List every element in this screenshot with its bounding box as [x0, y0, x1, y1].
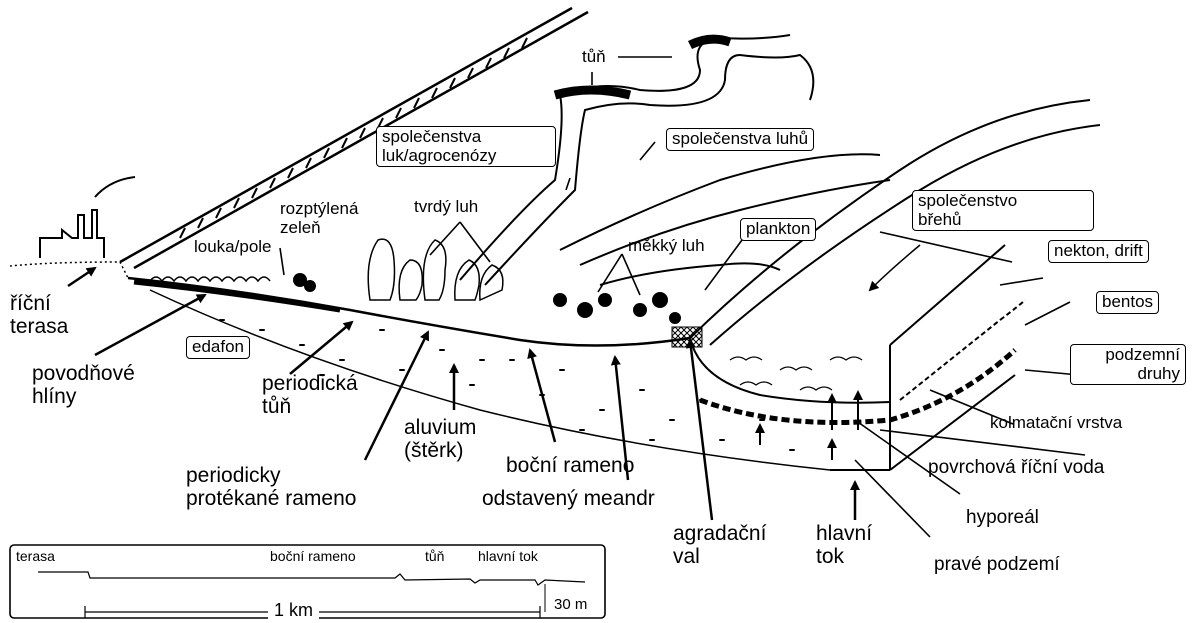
terrace-ground	[10, 262, 128, 278]
label-povrchova-ricni-voda: povrchová říční voda	[928, 458, 1104, 479]
label-podzemni-druhy: podzemní druhy	[1070, 344, 1186, 385]
label-podzemni-line2: druhy	[1076, 365, 1180, 384]
label-agradacni-line2: val	[673, 545, 773, 568]
label-aluvium: aluvium (štěrk)	[404, 416, 504, 462]
label-aluvium-line2: (štěrk)	[404, 439, 504, 462]
label-ricni-line2: terasa	[10, 315, 100, 338]
label-bocni-rameno: boční rameno	[506, 454, 634, 477]
label-ricni-terasa: říční terasa	[10, 292, 100, 338]
label-spolecenstvo-brehu-line1: společenstvo	[918, 192, 1088, 211]
label-tvrdy-luh: tvrdý luh	[414, 198, 478, 217]
pool-dark-segment	[555, 90, 630, 95]
label-spolecenstva-luk-line2: luk/agrocenózy	[382, 147, 550, 166]
label-rozptylena-line1: rozptýlená	[280, 200, 390, 219]
pool-dark-segment-2	[690, 39, 730, 45]
label-louka-pole: louka/pole	[194, 238, 272, 257]
inset-scale-km: 1 km	[268, 600, 319, 621]
label-plankton: plankton	[740, 218, 816, 241]
label-rozptylena-zelen: rozptýlená zeleň	[280, 200, 390, 237]
label-periodicka-tun: periodická tůň	[262, 372, 382, 418]
label-hlavni-line1: hlavní	[816, 522, 896, 545]
label-prave-podzemi: pravé podzemí	[934, 555, 1060, 576]
label-periodicky-line2: protékané rameno	[186, 487, 406, 510]
label-periodicky-line1: periodicky	[186, 464, 406, 487]
water-waves	[730, 357, 862, 390]
label-ricni-line1: říční	[10, 292, 100, 315]
label-nekton-drift: nekton, drift	[1048, 240, 1149, 263]
label-kolmatacni-vrstva: kolmatační vrstva	[990, 414, 1122, 433]
bentos-line	[900, 300, 1025, 400]
label-hlavni-line2: tok	[816, 545, 896, 568]
label-periodicka-line2: tůň	[262, 395, 382, 418]
label-podzemni-line1: podzemní	[1076, 346, 1180, 365]
label-mekky-luh: měkký luh	[628, 237, 705, 256]
flow-arrow	[870, 245, 920, 290]
label-edafon: edafon	[186, 336, 250, 359]
inset-label-terasa: terasa	[16, 548, 55, 564]
label-rozptylena-line2: zeleň	[280, 219, 390, 238]
label-spolecenstva-luhu: společenstva luhů	[666, 128, 814, 151]
dark-bushes	[293, 273, 681, 324]
agradation-ridge	[672, 327, 702, 347]
factory-icon	[40, 177, 135, 258]
label-povodnove-line1: povodňové	[32, 362, 182, 385]
label-agradacni-line1: agradační	[673, 522, 773, 545]
label-hlavni-tok: hlavní tok	[816, 522, 896, 568]
meadow-grass	[150, 277, 270, 281]
label-povodnove-line2: hlíny	[32, 385, 182, 408]
label-spolecenstvo-brehu: společenstvo břehů	[912, 190, 1094, 231]
label-odstaveny-meandr: odstavený meandr	[482, 487, 655, 510]
label-tun-top: tůň	[582, 48, 606, 67]
label-agradacni-val: agradační val	[673, 522, 773, 568]
inset-label-bocni-rameno: boční rameno	[270, 548, 356, 564]
inset-label-hlavni-tok: hlavní tok	[478, 548, 538, 564]
label-bentos: bentos	[1096, 291, 1159, 314]
label-periodicka-line1: periodická	[262, 372, 382, 395]
inset-scale-m: 30 m	[554, 596, 587, 613]
label-spolecenstva-luk: společenstva luk/agrocenózy	[376, 126, 556, 167]
label-hyporeal: hyporeál	[966, 508, 1039, 529]
label-aluvium-line1: aluvium	[404, 416, 504, 439]
label-spolecenstvo-brehu-line2: břehů	[918, 211, 1088, 230]
inset-label-tun: tůň	[425, 548, 444, 564]
label-periodicky-protekane-rameno: periodicky protékané rameno	[186, 464, 406, 510]
label-spolecenstva-luk-line1: společenstva	[382, 128, 550, 147]
label-povodnove-hliny: povodňové hlíny	[32, 362, 182, 408]
